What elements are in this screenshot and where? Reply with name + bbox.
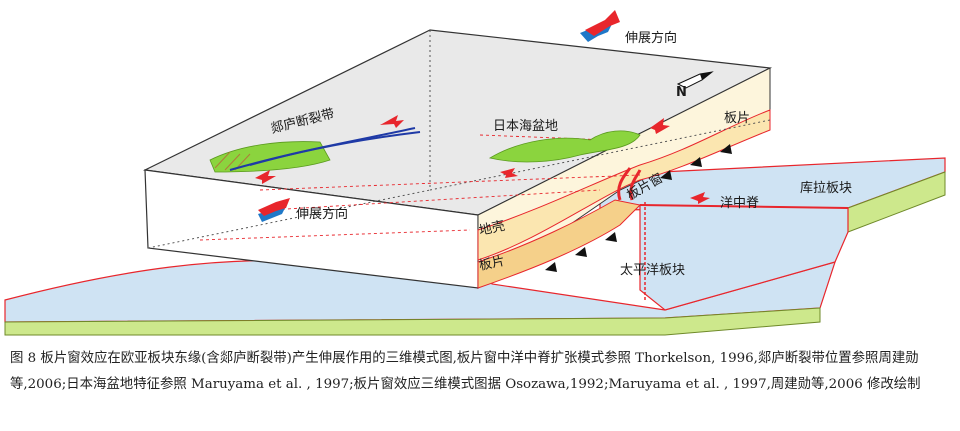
subduction-teeth (545, 144, 732, 272)
label-japan-sea-basin: 日本海盆地 (493, 119, 558, 134)
slab-window-3d-diagram: 郯庐断裂带 日本海盆地 伸展方向 伸展方向 板片 板片 地壳 板片窗 洋中脊 库… (4, 10, 946, 336)
ridge-spreading-arrows (690, 192, 710, 204)
label-extension-left: 伸展方向 (296, 206, 348, 222)
extension-arrow-icon-left (258, 198, 290, 222)
label-crust: 地壳 (478, 219, 507, 239)
extension-arrow-icon-top (580, 10, 620, 42)
japan-sea-basin-shape (488, 130, 641, 163)
label-plate-left: 板片 (478, 254, 507, 274)
north-arrow-icon (676, 71, 714, 89)
hidden-edges (147, 30, 771, 249)
label-ridge: 洋中脊 (720, 196, 759, 211)
label-plate-top: 板片 (724, 111, 750, 126)
label-pacific-plate: 太平洋板块 (620, 263, 685, 278)
pacific-plate-mantle-band (4, 307, 821, 336)
label-kula-plate: 库拉板块 (800, 180, 852, 196)
label-extension-top: 伸展方向 (625, 30, 677, 46)
surface-extension-arrows (255, 115, 670, 184)
ridge-line (639, 204, 849, 209)
slab-layer (477, 199, 642, 289)
label-north: N (676, 85, 687, 100)
slab-window-arrows (617, 167, 642, 201)
figure-caption: 图 8 板片窗效应在欧亚板块东缘(含郯庐断裂带)产生伸展作用的三维模式图,板片窗… (10, 351, 921, 392)
tanlu-fault-line-2 (249, 131, 421, 166)
crust-layer (477, 109, 771, 261)
